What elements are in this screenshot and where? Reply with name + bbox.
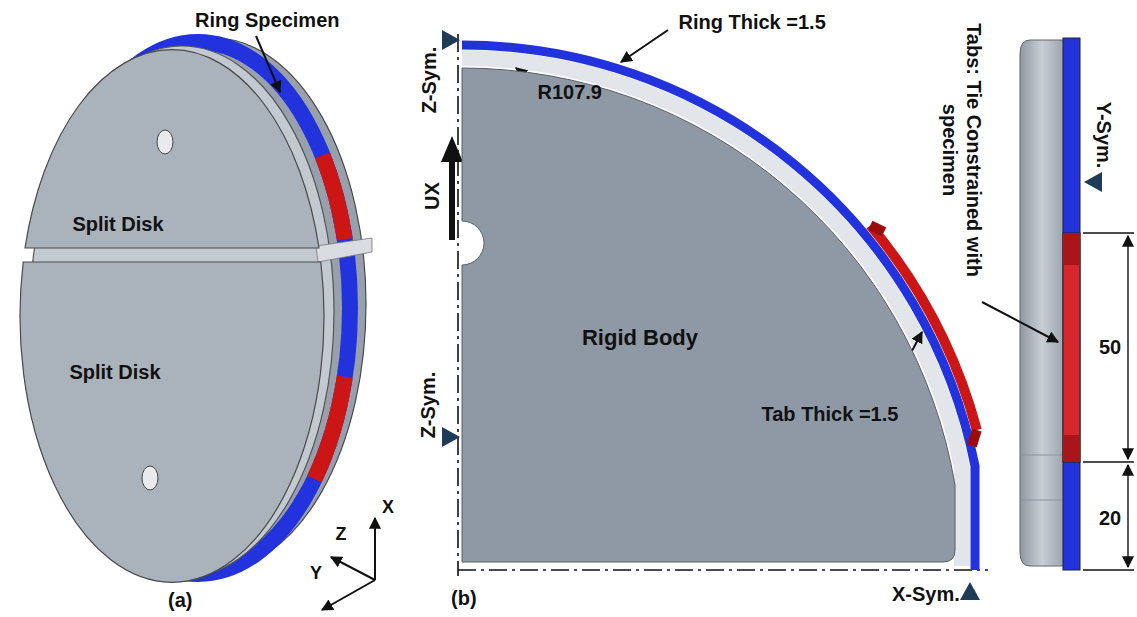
node-text: Split Disk xyxy=(72,212,163,236)
dimension-value: 50 xyxy=(1099,335,1121,359)
leader-line xyxy=(256,36,280,92)
split-disk-half-shape xyxy=(20,46,325,252)
leader-line xyxy=(982,302,1058,342)
axis-label: Z xyxy=(336,524,347,546)
ux-arrow xyxy=(441,136,463,240)
disk-rim xyxy=(462,58,962,566)
axis-label: X xyxy=(382,497,394,519)
panel-label: (b) xyxy=(451,586,477,610)
constraint-note: Tabs: Tie Constrained with specimen xyxy=(938,10,986,290)
axis-label: Y xyxy=(310,563,322,585)
load-label: UX xyxy=(420,182,444,210)
dimension-label: Tab Thick =1.5 xyxy=(762,402,899,426)
split-disk-half: Split Disk xyxy=(20,46,325,252)
boundary-label: Z-Sym. xyxy=(416,372,440,439)
axis-triad xyxy=(322,518,375,610)
boundary-label: Y-Sym. xyxy=(1092,102,1116,169)
node-text: Rigid Body xyxy=(582,325,698,351)
leader-line xyxy=(621,30,668,62)
panel-label: (a) xyxy=(168,588,192,612)
dimension-value: 20 xyxy=(1099,506,1121,530)
ring-specimen xyxy=(462,45,975,570)
boundary-label: X-Sym. xyxy=(892,582,960,606)
symmetry-lines xyxy=(458,34,988,576)
node-text: Split Disk xyxy=(69,360,160,384)
symmetry-triangle xyxy=(442,30,1102,600)
side-view xyxy=(1020,38,1080,570)
rigid-body: Rigid Body xyxy=(458,42,978,566)
split-disk-half-shape xyxy=(20,258,325,584)
split-disk-half: Split Disk xyxy=(20,258,325,584)
boundary-label: Z-Sym. xyxy=(417,47,441,114)
dimension-label: R107.9 xyxy=(538,80,603,104)
dimension-lines xyxy=(1083,233,1134,570)
rigid-body-shape xyxy=(458,42,978,566)
part-label: Ring Specimen xyxy=(195,8,339,32)
dimension-label: Ring Thick =1.5 xyxy=(679,10,826,34)
